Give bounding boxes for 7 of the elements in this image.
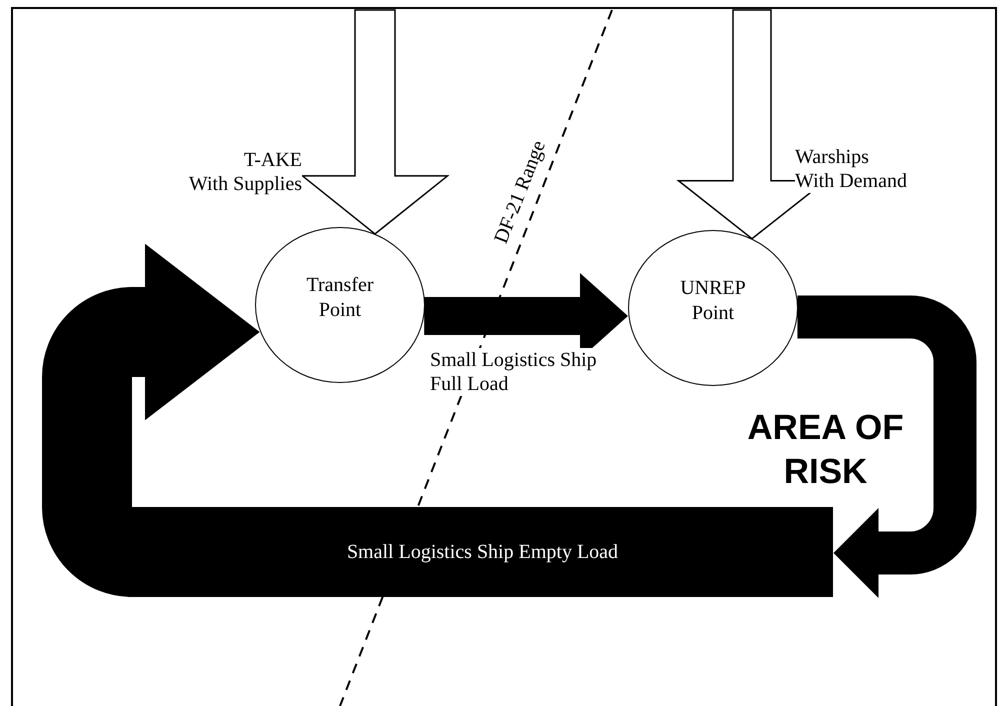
- node-label: Transfer Point: [305, 273, 375, 323]
- range-label: DF-21 Range: [489, 136, 551, 248]
- node-label: Small Logistics Ship Empty Load: [346, 540, 618, 564]
- risk-label: AREA OF RISK: [746, 407, 905, 493]
- block-arrow: [300, 9, 450, 235]
- node-label: UNREP Point: [679, 276, 747, 326]
- ship-bar: [132, 507, 833, 597]
